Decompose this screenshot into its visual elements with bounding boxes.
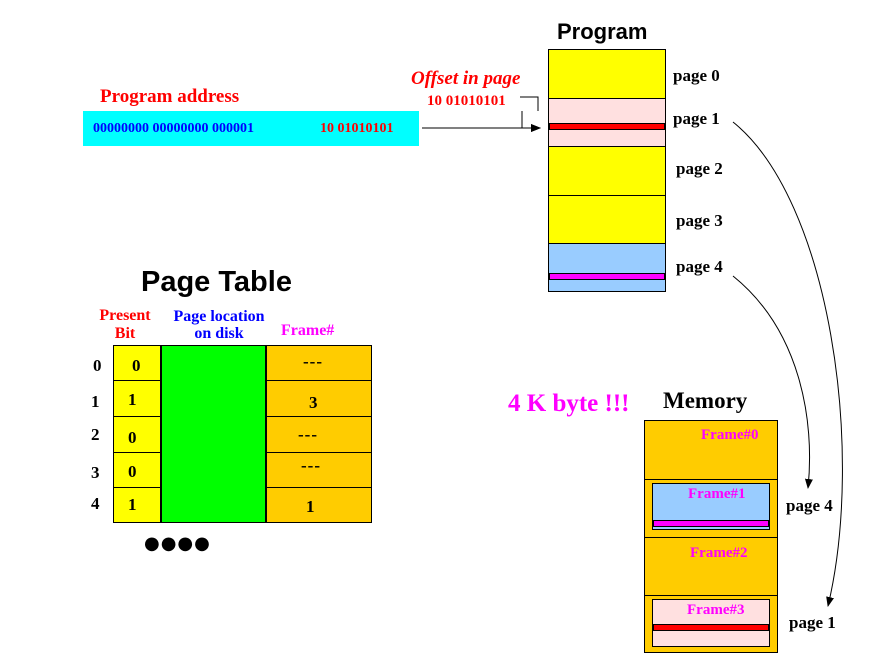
program-page-0 [549,50,665,99]
program-page-4 [549,244,665,291]
frame-2-label: Frame#2 [690,545,748,561]
frame-cell: --- [303,352,323,371]
row-divider [266,452,372,453]
program-address-title: Program address [100,86,240,107]
program-page-label-1: page 1 [673,109,720,128]
present-bit-column [113,345,161,523]
offset-bracket [520,96,539,111]
frame-header: Frame# [281,322,335,339]
program-page-3 [549,196,665,244]
memory-page4-label: page 4 [786,496,833,515]
row-index: 4 [91,494,100,513]
frame-0-label: Frame#0 [701,427,759,443]
program-page-label-0: page 0 [673,66,720,85]
frame-column [266,345,372,523]
page4-data-marker [549,273,665,280]
offset-in-page-bits: 10 01010101 [427,93,506,109]
page-number-bits: 00000000 00000000 000001 [93,121,254,136]
memory-size-note: 4 K byte !!! [508,390,630,417]
frame-1: Frame#1 [652,483,770,530]
frame-divider [645,479,777,480]
program-block [548,49,666,292]
frame-divider [645,537,777,538]
present-bit-cell: 0 [132,356,141,375]
row-index: 3 [91,463,100,482]
row-divider [266,380,372,381]
frame-3: Frame#3 [652,599,770,647]
present-bit-header: Present Bit [94,307,156,343]
program-title: Program [557,19,648,44]
page-location-header-line1: Page location [173,308,265,325]
program-page-label-4: page 4 [676,257,723,276]
frame-cell: 1 [306,497,315,516]
row-divider [113,487,161,488]
page4-to-frame1-arrow [732,275,813,489]
page-table-title: Page Table [141,266,292,298]
frame-divider [645,595,777,596]
offset-in-page-label: Offset in page [411,68,521,89]
present-bit-cell: 1 [128,390,137,409]
page-location-header: Page location on disk [162,308,276,342]
program-address-bar: 00000000 00000000 000001 10 01010101 [83,111,419,146]
row-divider [266,487,372,488]
program-page-2 [549,147,665,196]
page-location-column [161,345,266,523]
present-bit-header-line2: Bit [114,325,136,342]
row-divider [113,416,161,417]
program-page-label-2: page 2 [676,159,723,178]
frame-3-label: Frame#3 [687,602,745,618]
page-table [113,345,372,523]
row-index: 1 [91,392,100,411]
row-divider [266,416,372,417]
frame-cell: --- [301,456,321,475]
present-bit-cell: 0 [128,462,137,481]
offset-bracket-lower [521,111,541,132]
page1-data-marker [549,123,665,130]
offset-bits: 10 01010101 [320,121,394,136]
frame-1-label: Frame#1 [688,486,746,502]
row-index: 2 [91,425,100,444]
frame-cell: 3 [309,393,318,412]
memory-page1-label: page 1 [789,613,836,632]
row-divider [113,380,161,381]
present-bit-cell: 0 [128,428,137,447]
program-page-label-3: page 3 [676,211,723,230]
present-bit-header-line1: Present [99,307,151,324]
frame1-data-marker [653,520,769,527]
present-bit-cell: 1 [128,495,137,514]
more-rows-ellipsis: ●●●● [144,533,211,554]
row-divider [113,452,161,453]
memory-title: Memory [663,388,748,413]
frame-cell: --- [298,425,318,444]
row-index: 0 [93,356,102,375]
page1-to-frame3-arrow [732,121,843,607]
memory-block: Frame#0 Frame#1 Frame#2 Frame#3 [644,420,778,653]
page-location-header-line2: on disk [194,325,244,342]
frame3-data-marker [653,624,769,631]
program-page-1 [549,99,665,147]
